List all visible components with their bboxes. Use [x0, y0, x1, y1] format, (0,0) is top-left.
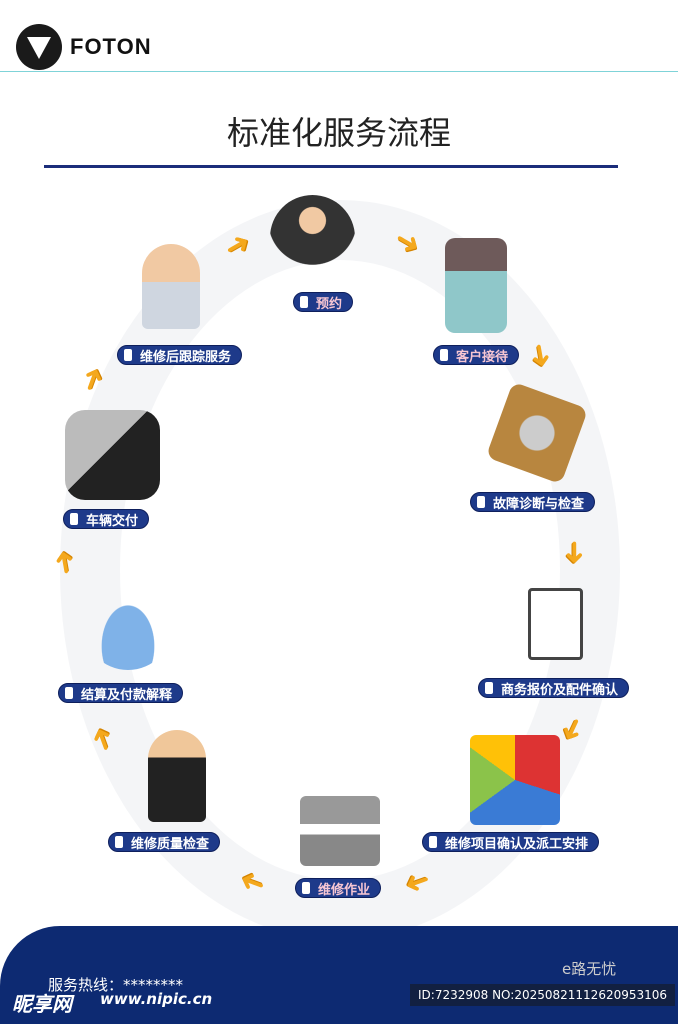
step-label-appointment: 预约	[293, 292, 354, 312]
step-label-quotation: 商务报价及配件确认	[478, 678, 630, 698]
step-label-quality-check: 维修质量检查	[108, 832, 221, 852]
page-title: 标准化服务流程	[226, 114, 451, 152]
step-label-repair: 维修作业	[295, 878, 382, 898]
foton-logo: FOTON	[16, 24, 152, 70]
step-label-reception: 客户接待	[433, 345, 520, 365]
car-key-icon	[65, 410, 160, 500]
flow-arrow-icon: ➜	[557, 539, 593, 566]
e-road-logo: e路无忧	[562, 960, 617, 978]
watermark-logo: 昵享网	[12, 992, 72, 1016]
step-label-delivery: 车辆交付	[63, 509, 150, 529]
reception-desk-icon	[445, 238, 507, 333]
title-underline	[44, 165, 618, 168]
step-label-diagnosis: 故障诊断与检查	[470, 492, 596, 512]
step-label-follow-up: 维修后跟踪服务	[117, 345, 243, 365]
brand-name: FOTON	[70, 34, 152, 59]
shield-man-icon	[148, 730, 206, 822]
pie-chart-board-icon	[470, 735, 560, 825]
service-hotline: 服务热线：********	[48, 976, 184, 994]
clipboard-pen-icon	[528, 588, 583, 660]
watermark-url: www.nipic.cn	[100, 990, 213, 1008]
step-label-dispatch: 维修项目确认及派工安排	[422, 832, 600, 852]
footer-band	[0, 926, 678, 1024]
phone-businessman-icon	[270, 195, 355, 280]
header-divider	[0, 71, 678, 72]
foton-logo-icon	[16, 24, 62, 70]
headset-agent-icon	[142, 244, 200, 329]
hammer-wrench-icon	[300, 796, 380, 866]
meeting-table-icon	[82, 575, 174, 670]
image-id: ID:7232908 NO:20250821112620953106	[410, 984, 676, 1006]
step-label-settlement: 结算及付款解释	[58, 683, 184, 703]
